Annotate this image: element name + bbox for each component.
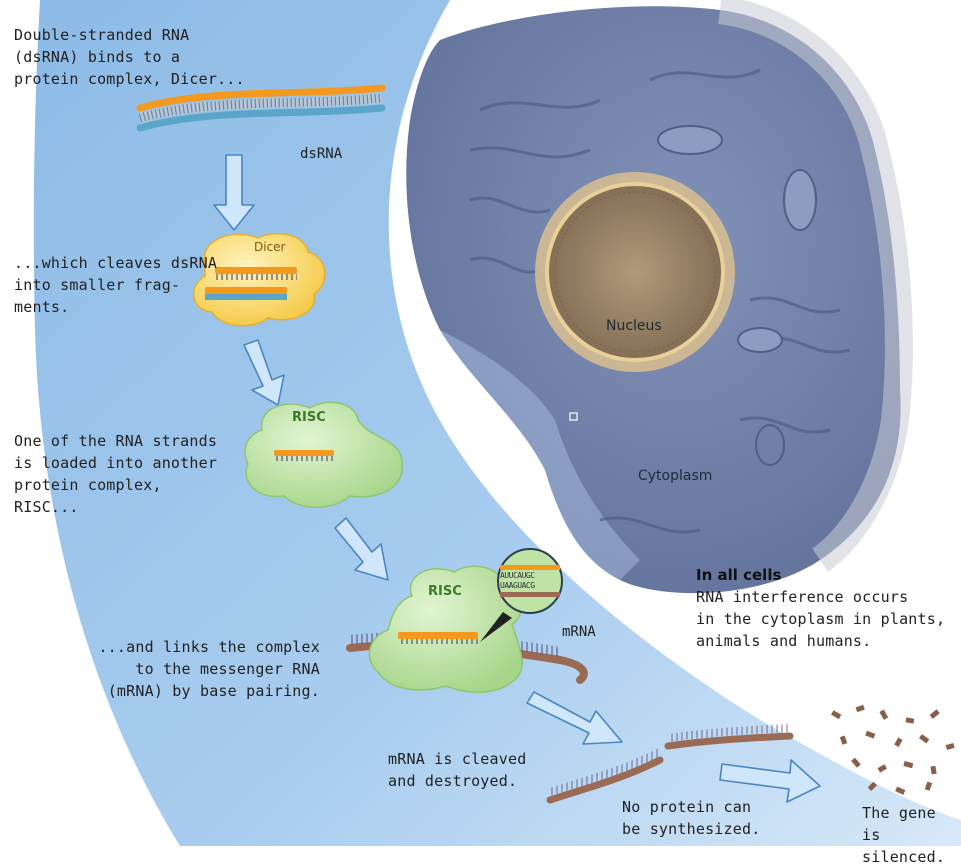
bases-bottom-label: UAAGUACG (500, 581, 535, 590)
rnai-diagram (0, 0, 961, 846)
info-box: In all cells RNA interference occurs in … (696, 566, 946, 652)
step-no-protein-text: No protein can be synthesized. (622, 796, 760, 840)
bases-top-label: AUUCAUGC (500, 571, 535, 580)
info-title: In all cells (696, 566, 946, 584)
cytoplasm-label: Cytoplasm (638, 468, 712, 484)
dicer-label: Dicer (254, 240, 286, 254)
step-silenced-text: The gene is silenced. (862, 802, 961, 868)
step-link-text: ...and links the complex to the messenge… (96, 636, 320, 702)
step-risc-text: One of the RNA strands is loaded into an… (14, 430, 217, 518)
step-dsrna-text: Double-stranded RNA (dsRNA) binds to a p… (14, 24, 245, 90)
step-cleave-text: ...which cleaves dsRNA into smaller frag… (14, 252, 217, 318)
mrna-label: mRNA (562, 624, 596, 640)
dsrna-label: dsRNA (300, 146, 342, 162)
risc-label-1: RISC (292, 410, 326, 425)
nucleus-label: Nucleus (606, 318, 662, 334)
step-cleaved-text: mRNA is cleaved and destroyed. (388, 748, 526, 792)
info-body: RNA interference occurs in the cytoplasm… (696, 586, 946, 652)
risc-label-2: RISC (428, 584, 462, 599)
